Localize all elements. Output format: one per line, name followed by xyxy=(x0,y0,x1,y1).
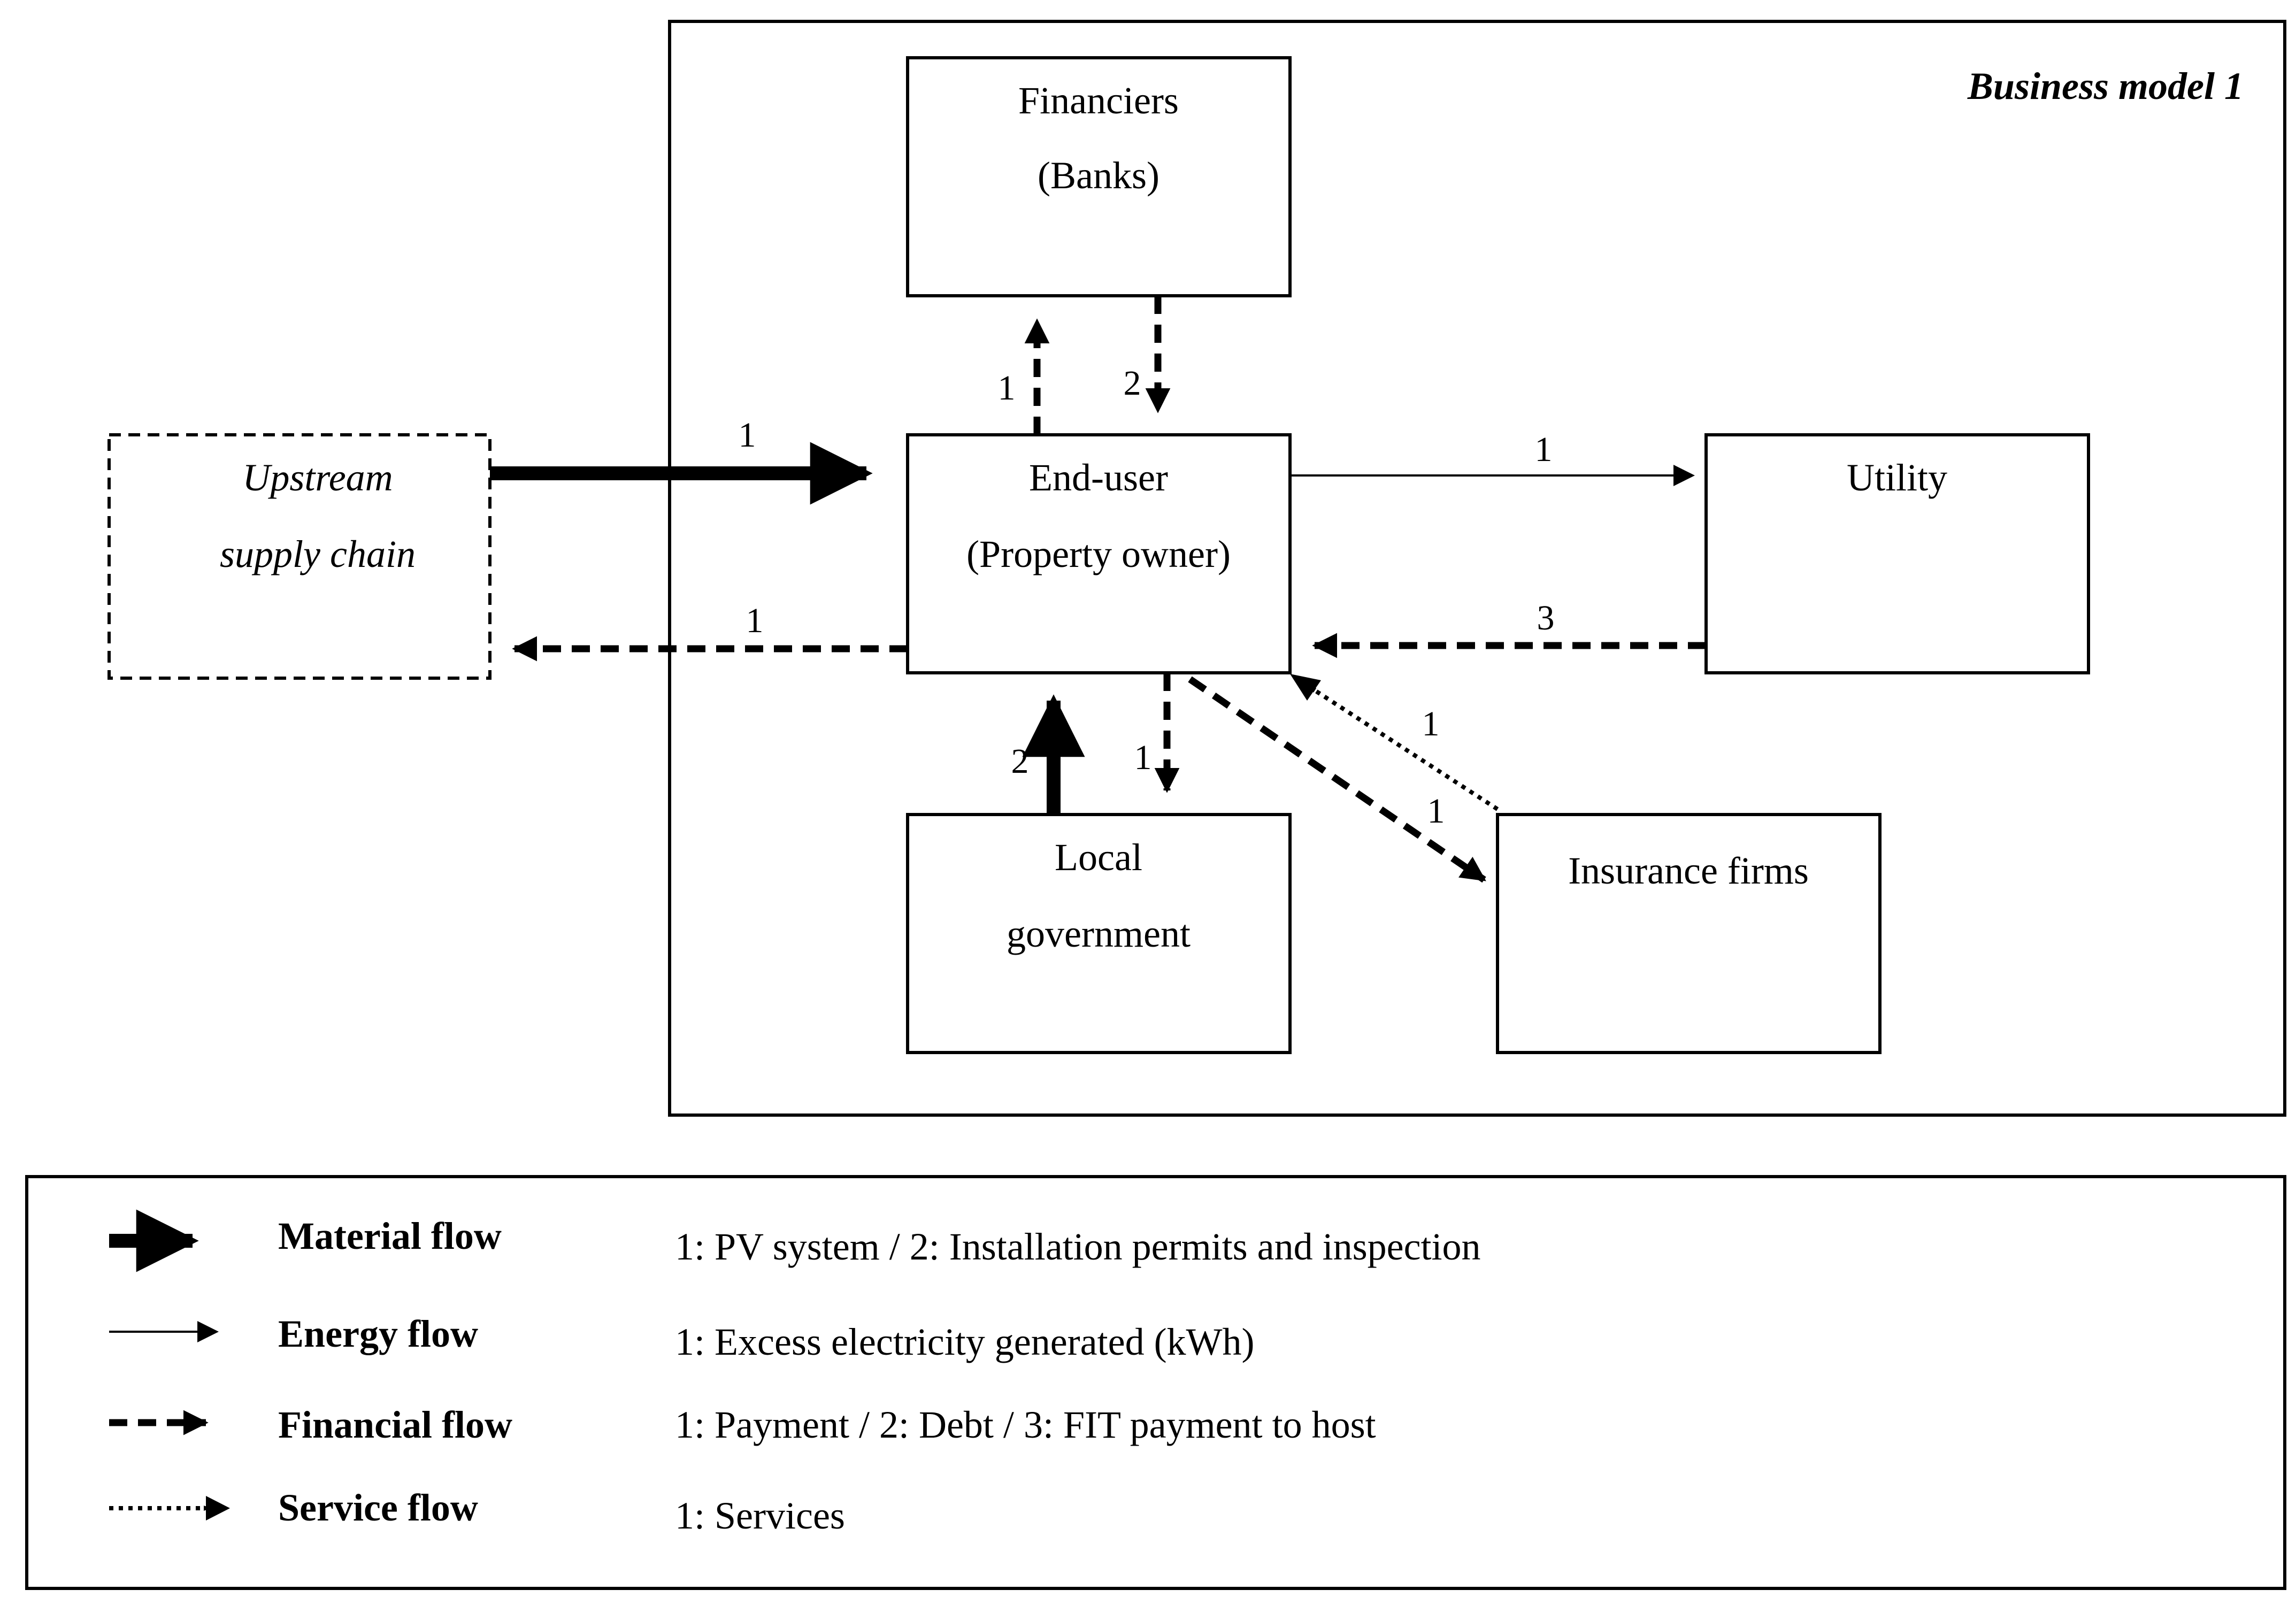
legend-service-name: Service flow xyxy=(278,1486,478,1529)
insurance-label: Insurance firms xyxy=(1568,849,1809,892)
end-user-box xyxy=(906,433,1292,674)
label-enduser-to-upstream: 1 xyxy=(746,601,764,640)
label-insurance-to-enduser: 1 xyxy=(1422,704,1440,743)
label-localgov-to-enduser: 2 xyxy=(1011,742,1029,781)
local-government-label-2: government xyxy=(1007,912,1191,955)
model-title: Business model 1 xyxy=(1967,65,2244,107)
label-enduser-to-utility: 1 xyxy=(1535,430,1553,469)
legend-financial-name: Financial flow xyxy=(278,1403,512,1446)
label-financiers-to-enduser: 2 xyxy=(1124,364,1141,403)
local-government-box xyxy=(906,813,1292,1054)
legend-material-desc: 1: PV system / 2: Installation permits a… xyxy=(675,1225,1481,1268)
label-enduser-to-localgov: 1 xyxy=(1134,738,1152,777)
label-utility-to-enduser: 3 xyxy=(1537,598,1555,638)
label-enduser-to-insurance: 1 xyxy=(1427,792,1445,831)
legend-financial-desc: 1: Payment / 2: Debt / 3: FIT payment to… xyxy=(675,1403,1376,1446)
local-government-label-1: Local xyxy=(1055,836,1142,879)
end-user-label-2: (Property owner) xyxy=(966,533,1231,575)
legend-material-name: Material flow xyxy=(278,1215,502,1257)
utility-box xyxy=(1704,433,2090,674)
arrow-enduser-to-insurance xyxy=(1188,676,1486,883)
legend-energy-desc: 1: Excess electricity generated (kWh) xyxy=(675,1320,1254,1363)
financiers-label-2: (Banks) xyxy=(1038,154,1159,197)
arrow-insurance-to-enduser xyxy=(1309,686,1499,811)
business-model-frame xyxy=(668,20,2286,1117)
label-enduser-to-financiers: 1 xyxy=(998,368,1016,408)
upstream-box xyxy=(107,433,492,680)
legend-service-arrowhead xyxy=(206,1496,230,1520)
financiers-label-1: Financiers xyxy=(1018,79,1179,122)
utility-label: Utility xyxy=(1847,456,1947,499)
legend-box xyxy=(25,1175,2286,1590)
legend-service-desc: 1: Services xyxy=(675,1494,845,1537)
arrowhead-insurance-to-enduser xyxy=(1290,674,1321,701)
insurance-box xyxy=(1496,813,1882,1054)
legend-energy-name: Energy flow xyxy=(278,1312,478,1355)
upstream-label-2: supply chain xyxy=(220,533,416,575)
label-upstream-to-enduser: 1 xyxy=(739,416,756,455)
financiers-box xyxy=(906,56,1292,297)
end-user-label-1: End-user xyxy=(1029,456,1168,499)
upstream-label-1: Upstream xyxy=(242,456,393,499)
